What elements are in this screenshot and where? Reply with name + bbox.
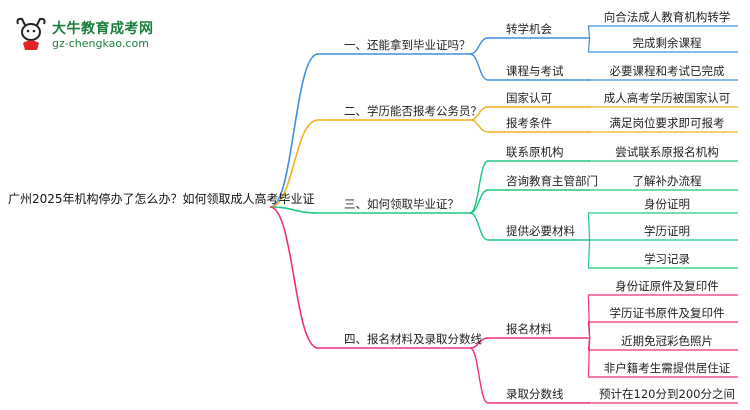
subtopic-connector <box>469 189 489 214</box>
branch-topic: 一、还能拿到毕业证吗？ <box>344 38 471 52</box>
branch-connector <box>269 206 319 349</box>
subtopic: 转学机会 <box>506 22 552 36</box>
logo-subtitle: gz-chengkao.com <box>52 37 149 50</box>
leaf-connector <box>587 239 591 269</box>
leaf-topic: 学习记录 <box>644 252 690 266</box>
branch-topic: 二、学历能否报考公务员？ <box>344 104 482 118</box>
subtopic: 提供必要材料 <box>506 224 575 238</box>
subtopic: 报名材料 <box>506 322 552 336</box>
branch-topic: 三、如何领取毕业证？ <box>344 197 459 211</box>
leaf-topic: 完成剩余课程 <box>633 36 702 50</box>
subtopic: 国家认可 <box>506 91 552 105</box>
site-logo: 大牛教育成考网 gz-chengkao.com <box>14 14 174 54</box>
subtopic: 报考条件 <box>506 116 552 130</box>
branch-connector <box>269 206 319 214</box>
leaf-topic: 学历证明 <box>644 224 690 238</box>
leaf-topic: 向合法成人教育机构转学 <box>604 10 731 24</box>
subtopic-connector <box>469 53 489 81</box>
branch-connector <box>269 119 319 208</box>
subtopic: 联系原机构 <box>506 145 564 159</box>
leaf-topic: 满足岗位要求即可报考 <box>610 116 725 130</box>
leaf-connector <box>587 337 591 378</box>
subtopic-connector <box>469 37 489 55</box>
root-topic: 广州2025年机构停办了怎么办？如何领取成人高考毕业证 <box>8 191 315 206</box>
leaf-topic: 成人高考学历被国家认可 <box>604 91 731 105</box>
leaf-connector <box>587 212 591 241</box>
leaf-topic: 尝试联系原报名机构 <box>615 145 719 159</box>
branch-topic: 四、报名材料及录取分数线 <box>344 332 482 346</box>
leaf-topic: 非户籍考生需提供居住证 <box>604 361 731 375</box>
leaf-topic: 预计在120分到200分之间 <box>599 387 735 401</box>
logo-title: 大牛教育成考网 <box>52 21 154 37</box>
subtopic-connector <box>469 160 489 214</box>
leaf-topic: 身份证原件及复印件 <box>615 279 719 293</box>
leaf-topic: 了解补办流程 <box>633 174 702 188</box>
leaf-topic: 近期免冠彩色照片 <box>621 334 713 348</box>
subtopic: 咨询教育主管部门 <box>506 174 598 188</box>
leaf-connector <box>587 37 591 53</box>
leaf-connector <box>587 25 591 39</box>
leaf-topic: 学历证书原件及复印件 <box>610 306 725 320</box>
subtopic-connector <box>469 347 489 404</box>
subtopic-connector <box>469 212 489 241</box>
leaf-topic: 必要课程和考试已完成 <box>610 64 725 78</box>
bull-logo-icon <box>16 17 46 50</box>
subtopic: 课程与考试 <box>506 64 564 78</box>
subtopic: 录取分数线 <box>506 387 564 401</box>
leaf-topic: 身份证明 <box>644 197 690 211</box>
subtopic-connector <box>469 119 489 133</box>
branch-connector <box>269 53 319 208</box>
subtopic-connector <box>469 337 489 349</box>
